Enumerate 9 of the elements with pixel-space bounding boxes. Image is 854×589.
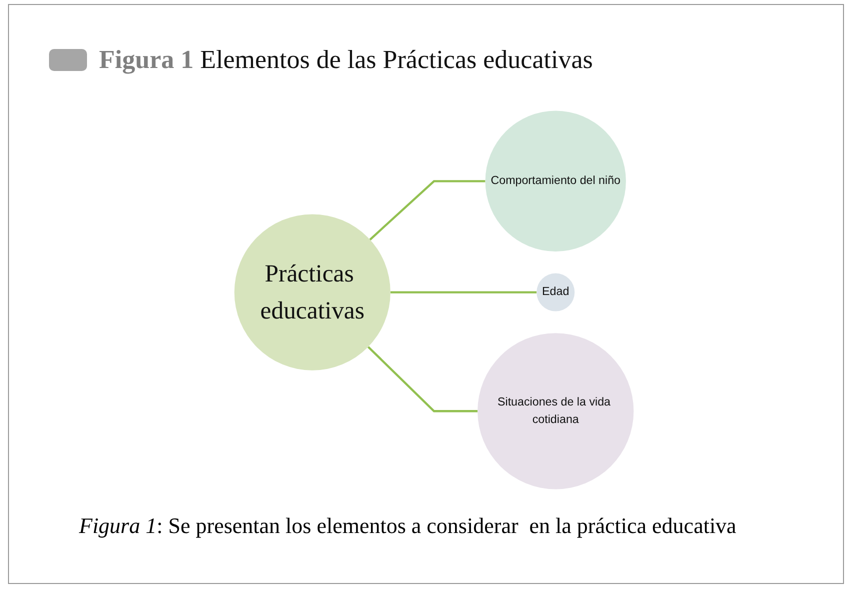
node-circle: Situaciones de la vida cotidiana — [478, 333, 634, 490]
figure-caption: Figura 1: Se presentan los elementos a considerar en la práctica educativa — [79, 512, 738, 540]
node-circle: Prácticas educativas — [234, 214, 390, 370]
connector — [367, 346, 478, 412]
figure-title: Figura 1 Elementos de las Prácticas educativas — [99, 45, 593, 75]
node-circle: Edad — [536, 273, 575, 312]
connector — [369, 180, 486, 240]
connector — [390, 291, 537, 294]
node-circle: Comportamiento del niño — [485, 110, 626, 252]
